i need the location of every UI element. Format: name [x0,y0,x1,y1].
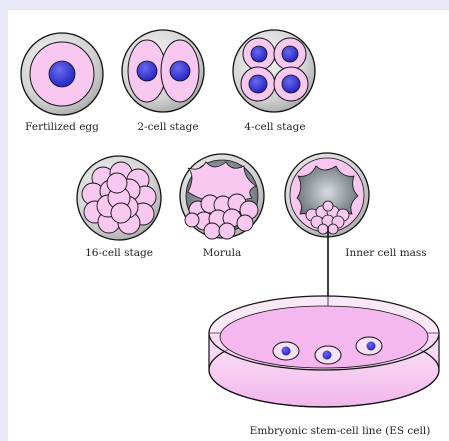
fertilized-egg [21,33,103,115]
label-morula: Morula [203,247,241,259]
four-cell-embryo [233,30,315,112]
es-cell [356,337,382,355]
label-sixteen-cell-stage: 16-cell stage [85,247,153,259]
label-two-cell-stage: 2-cell stage [137,121,198,133]
nucleus-icon [49,61,75,87]
label-fertilized-egg: Fertilized egg [25,121,99,133]
sixteen-cell-embryo [77,156,161,240]
label-four-cell-stage: 4-cell stage [244,121,305,133]
two-cell-embryo [122,30,204,112]
es-cell [273,342,299,360]
label-es-cell-line: Embryonic stem-cell line (ES cell) [250,425,431,437]
es-cell [315,346,341,364]
blastocyst [285,153,369,237]
label-inner-cell-mass: Inner cell mass [345,247,426,259]
petri-dish [209,296,439,407]
morula [180,154,264,239]
